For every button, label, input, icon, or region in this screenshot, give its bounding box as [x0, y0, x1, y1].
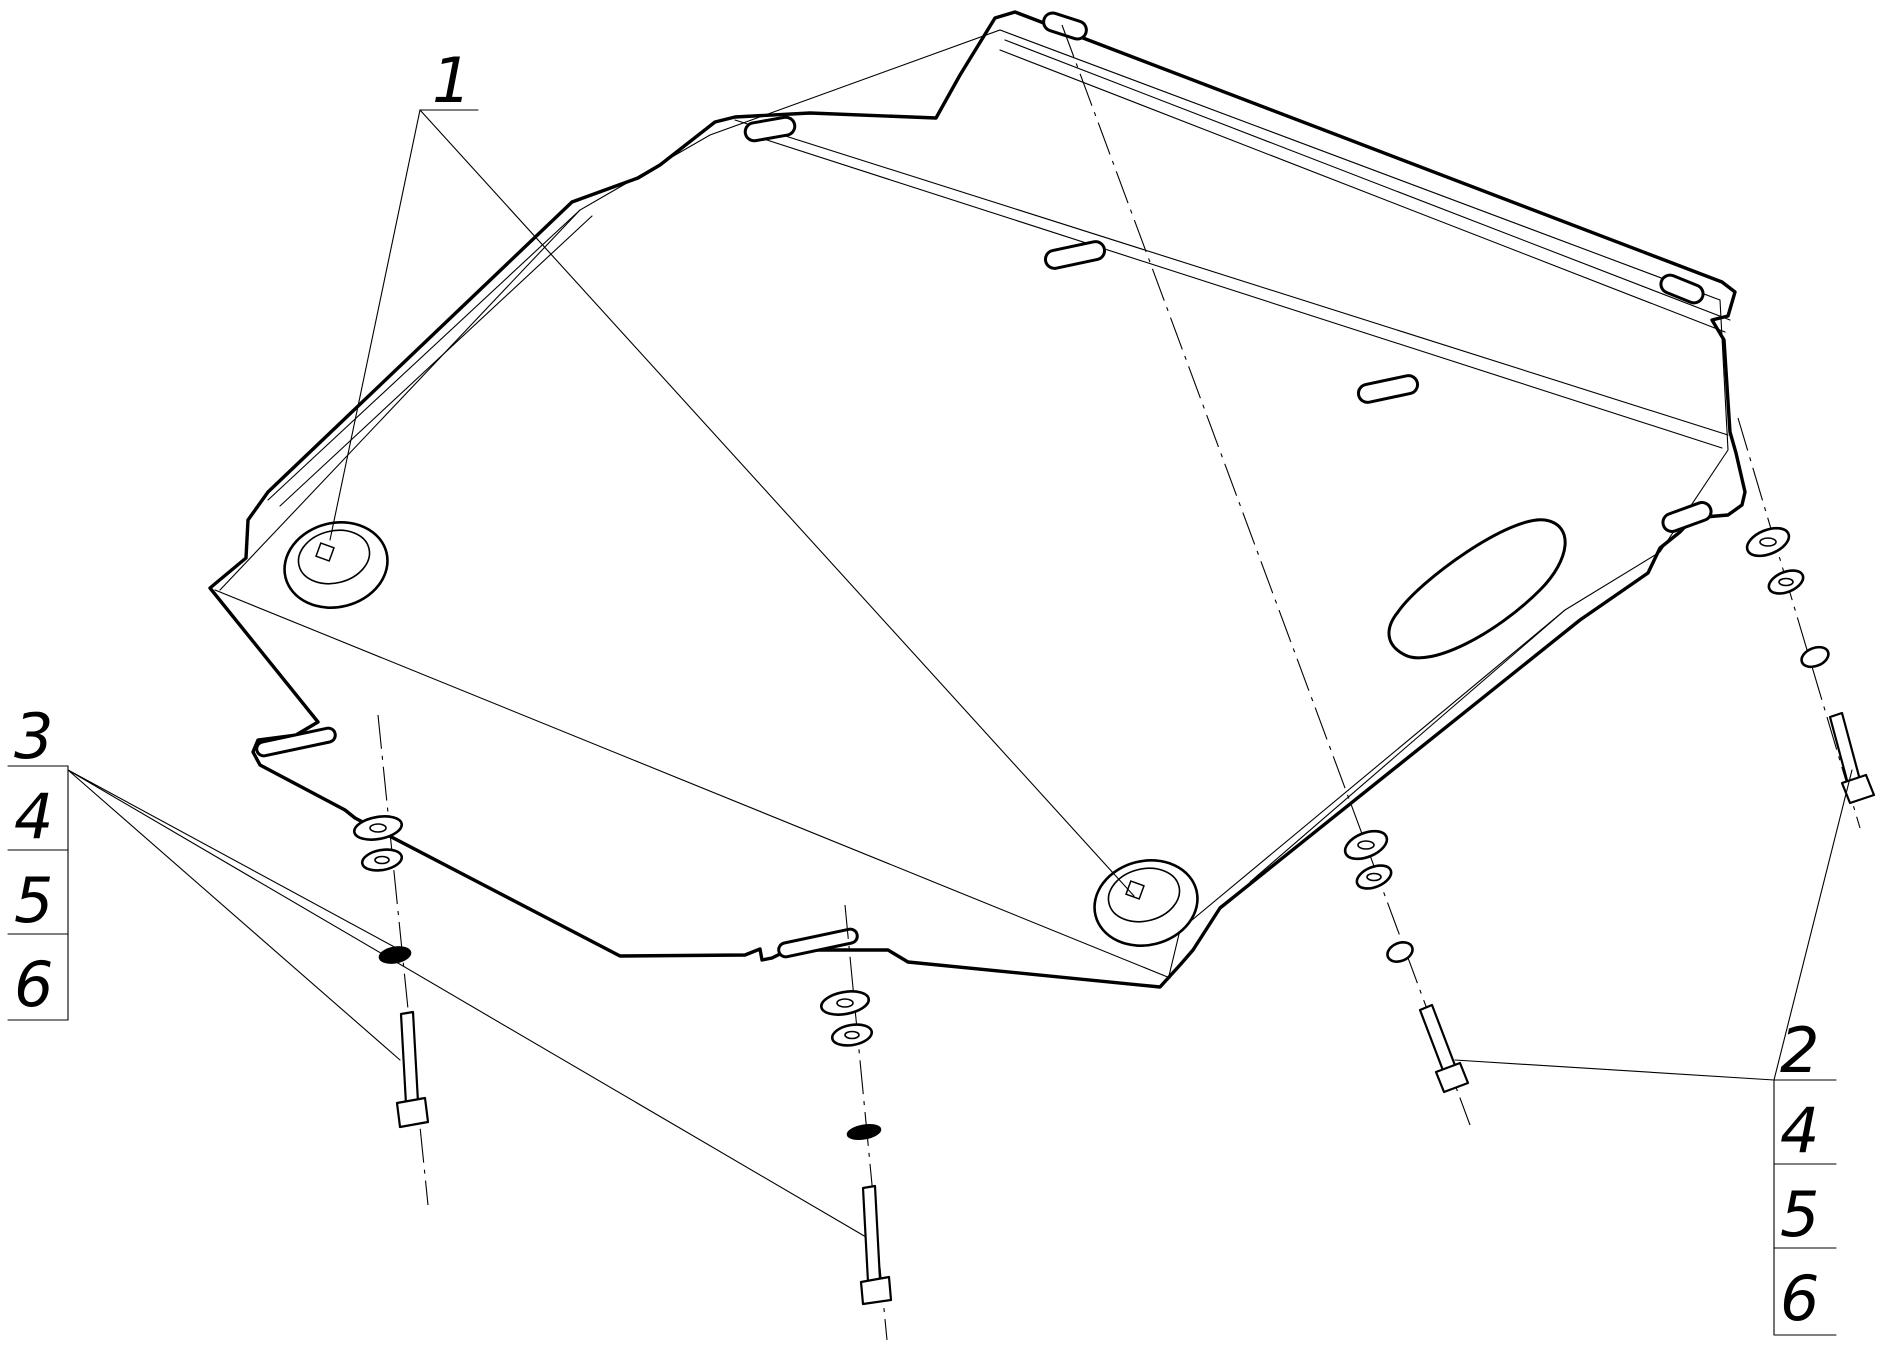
callout-table-right: 2 4 5 6: [1773, 1014, 1837, 1336]
mounting-slots: [255, 11, 1713, 959]
axis-line-right: [1737, 417, 1861, 829]
tab-slot-front: [777, 927, 859, 959]
tab-slot-left: [255, 726, 337, 758]
axis-lines: [377, 24, 1861, 1341]
skid-plate-outline: [208, 10, 1747, 989]
drain-boss-left: [283, 521, 389, 609]
bend-line-left: [214, 589, 1171, 979]
callout-label: 6: [1780, 1262, 1819, 1335]
bend-line-side-2: [279, 215, 593, 507]
leader-3-b: [67, 769, 401, 1061]
leader-2-b: [1773, 769, 1853, 1081]
drain-bosses: [283, 521, 1199, 947]
callout-label: 4: [1780, 1094, 1819, 1167]
callout-label: 6: [14, 948, 53, 1021]
leader-1-b: [419, 109, 1135, 897]
bend-line-side: [267, 209, 581, 501]
callout-label: 2: [1780, 1014, 1819, 1087]
slot-rear-right: [1659, 273, 1705, 305]
leader-lines: [67, 109, 1853, 1238]
drain-boss-right: [1093, 859, 1199, 947]
fastener-stack-left: [352, 815, 430, 1129]
bolt: [399, 1010, 420, 1106]
slot-rear-left: [1042, 11, 1088, 41]
bend-line-right: [1249, 609, 1566, 883]
slot-front-left: [743, 115, 797, 143]
callout-label: 4: [14, 780, 53, 853]
bend-line-top: [734, 119, 1729, 436]
bend-line-top-2: [744, 132, 1723, 449]
bend-line-rear: [1004, 39, 1731, 321]
callout-table-left: 3 4 5 6: [7, 700, 69, 1021]
axis-line-left: [377, 714, 429, 1206]
bolt: [1418, 1003, 1458, 1075]
axis-line-diagonal: [1061, 24, 1471, 1126]
bolt: [1828, 711, 1862, 786]
lock-washer: [846, 1124, 882, 1140]
callout-label: 5: [1780, 1178, 1819, 1251]
leader-2-a: [1454, 1059, 1775, 1081]
leader-3-a: [67, 769, 401, 951]
nut: [1386, 941, 1414, 963]
skid-plate: [208, 10, 1747, 989]
skid-plate-flange-line: [219, 29, 1729, 981]
slot-right: [1661, 501, 1713, 533]
callout-label-1: 1: [432, 44, 471, 117]
fastener-stack-right: [1745, 526, 1876, 805]
large-oval-slot: [1387, 518, 1567, 660]
callout-label: 5: [14, 864, 53, 937]
callout-label: 3: [14, 700, 53, 773]
fastener-stack-front: [819, 990, 893, 1306]
leader-1-a: [329, 109, 421, 541]
nut: [1800, 645, 1830, 669]
fastener-stack-right-mid: [1343, 829, 1470, 1094]
bolt: [861, 1184, 882, 1284]
slot-mid-1: [1043, 240, 1107, 270]
leader-3-c: [67, 769, 867, 1238]
slot-mid-2: [1356, 374, 1420, 404]
bend-line-rear-2: [999, 49, 1726, 333]
